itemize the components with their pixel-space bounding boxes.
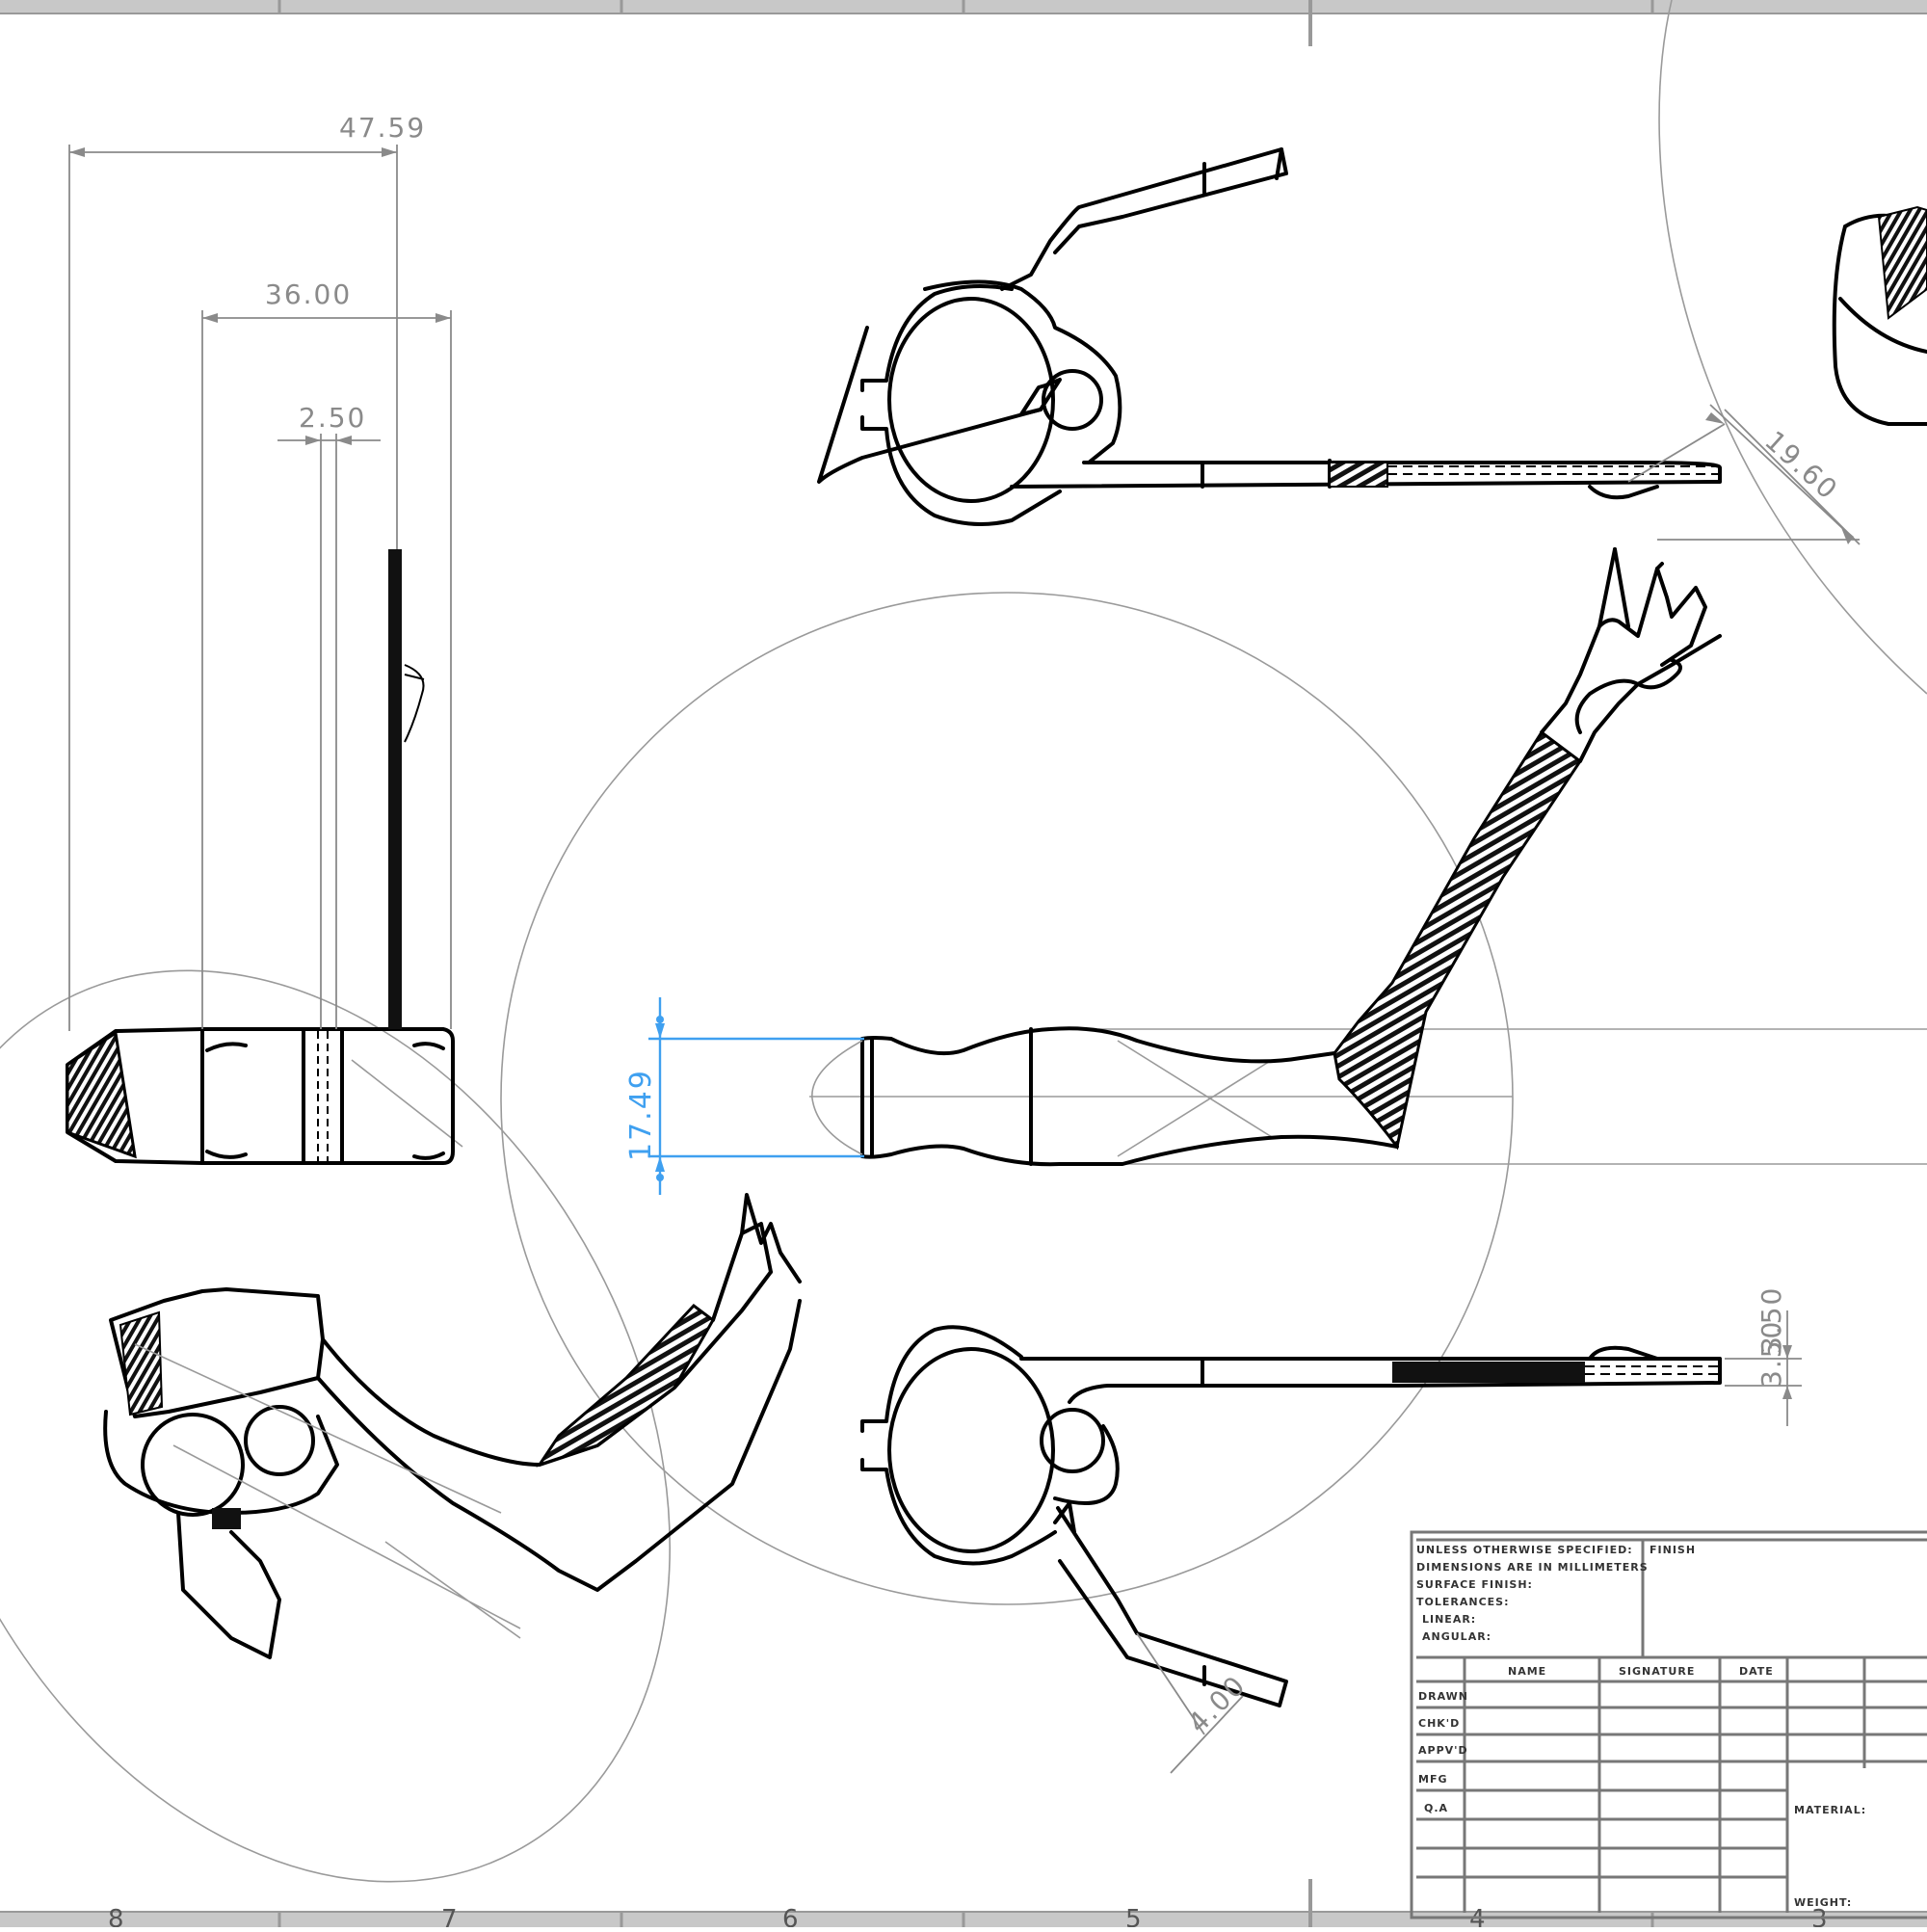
- title-block-column: DATE: [1739, 1665, 1774, 1678]
- top-view: [817, 147, 1722, 526]
- dimensions-side-view: 47.59 36.00 2.50: [68, 112, 452, 1031]
- zone-labels: 8 7 6 5 4 3: [108, 1905, 1828, 1932]
- title-block-material: MATERIAL:: [1794, 1804, 1866, 1816]
- title-block-note: TOLERANCES:: [1416, 1596, 1509, 1608]
- title-block-note: LINEAR:: [1422, 1613, 1476, 1626]
- title-block: UNLESS OTHERWISE SPECIFIED: DIMENSIONS A…: [1410, 1530, 1927, 1919]
- title-block-row: MFG: [1418, 1773, 1448, 1786]
- isometric-view: [103, 1193, 802, 1659]
- dimension-label[interactable]: 3.50: [1755, 1286, 1787, 1354]
- title-block-note: DIMENSIONS ARE IN MILLIMETERS: [1416, 1561, 1649, 1574]
- front-view: [811, 547, 1722, 1167]
- dimension-label[interactable]: 3.50: [1755, 1320, 1787, 1388]
- dimension-label[interactable]: 36.00: [265, 278, 352, 310]
- title-block-row: CHK'D: [1418, 1717, 1460, 1730]
- knurl-hatch: [66, 1030, 137, 1159]
- dimension-label[interactable]: 19.60: [1758, 425, 1844, 507]
- dimensions-views: 17.49 19.60 3.50 3.50 4.00: [624, 404, 1861, 1774]
- side-view: [66, 549, 455, 1165]
- title-block-row: DRAWN: [1418, 1690, 1468, 1703]
- title-block-finish: FINISH: [1650, 1544, 1696, 1556]
- side-view-shaft: [388, 549, 402, 1029]
- zone-label: 5: [1125, 1905, 1142, 1927]
- zone-label: 7: [441, 1905, 458, 1927]
- detail-view: [1832, 205, 1927, 426]
- construction-ellipse-iso: [0, 969, 671, 1883]
- zone-label: 8: [108, 1905, 124, 1927]
- dimension-label[interactable]: 2.50: [299, 402, 366, 434]
- construction-arc-detail: [1658, 0, 1927, 695]
- bottom-view: [860, 1325, 1722, 1707]
- title-block-note: UNLESS OTHERWISE SPECIFIED:: [1416, 1544, 1633, 1556]
- title-block-column: NAME: [1508, 1665, 1546, 1678]
- dimension-label-selected[interactable]: 17.49: [624, 1069, 658, 1161]
- dimension-label[interactable]: 47.59: [339, 112, 426, 144]
- construction-circle-main: [500, 592, 1514, 1605]
- title-block-note: SURFACE FINISH:: [1416, 1578, 1533, 1591]
- zone-label: 6: [782, 1905, 799, 1927]
- grip-hatch: [1333, 729, 1583, 1151]
- title-block-row: Q.A: [1424, 1802, 1448, 1814]
- title-block-weight: WEIGHT:: [1794, 1896, 1852, 1909]
- title-block-row: APPV'D: [1418, 1744, 1468, 1757]
- title-block-column: SIGNATURE: [1619, 1665, 1695, 1678]
- title-block-note: ANGULAR:: [1422, 1630, 1491, 1643]
